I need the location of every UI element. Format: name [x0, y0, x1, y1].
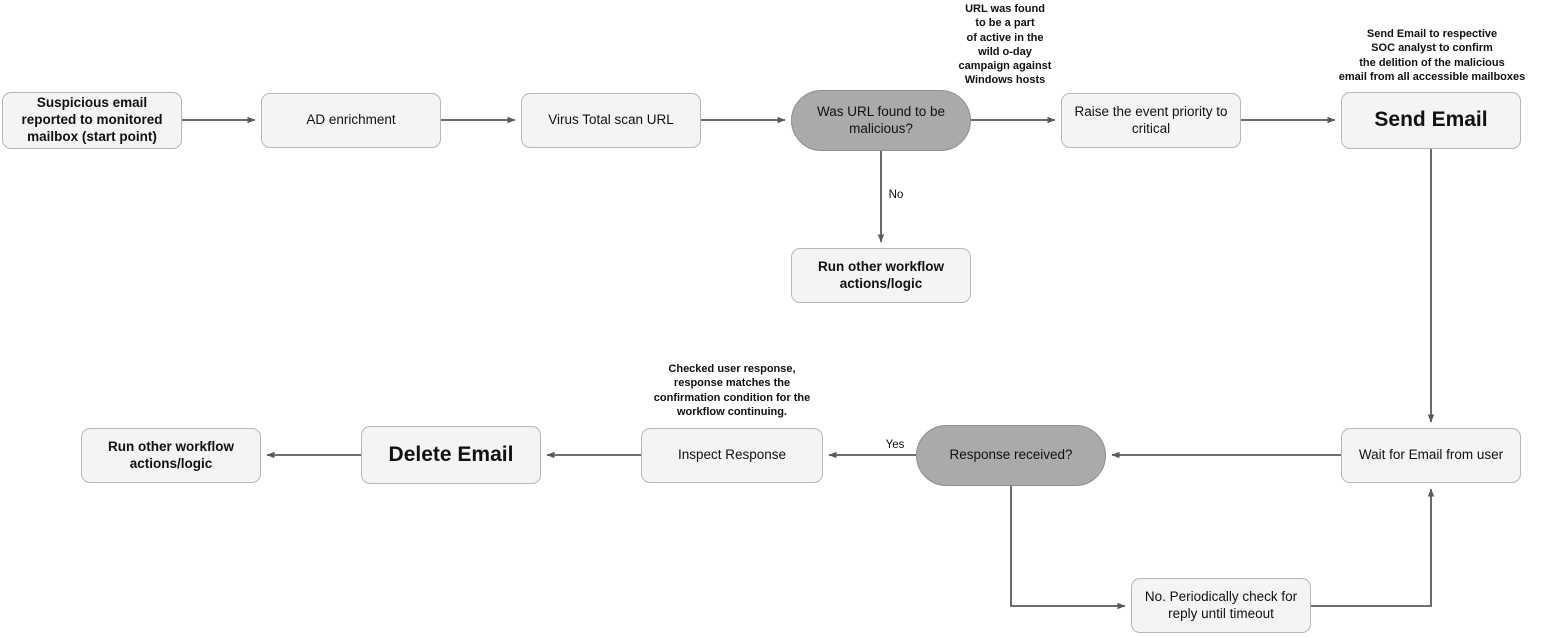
node-run-other-workflow-2[interactable]: Run other workflow actions/logic	[81, 428, 261, 483]
node-inspect-response[interactable]: Inspect Response	[641, 428, 823, 483]
node-run-other-workflow-1[interactable]: Run other workflow actions/logic	[791, 248, 971, 303]
node-periodic-check[interactable]: No. Periodically check for reply until t…	[1131, 578, 1311, 633]
node-ad-enrichment[interactable]: AD enrichment	[261, 93, 441, 148]
annotation-checked-user-response: Checked user response, response matches …	[653, 363, 811, 418]
node-delete-email[interactable]: Delete Email	[361, 426, 541, 484]
annotation-url-campaign: URL was found to be a part of active in …	[958, 3, 1052, 87]
annotation-send-email-soc: Send Email to respective SOC analyst to …	[1338, 28, 1526, 83]
edge-label-no: No	[888, 189, 904, 201]
node-start[interactable]: Suspicious email reported to monitored m…	[2, 92, 182, 149]
node-raise-priority[interactable]: Raise the event priority to critical	[1061, 93, 1241, 148]
node-send-email[interactable]: Send Email	[1341, 92, 1521, 149]
node-virustotal-scan[interactable]: Virus Total scan URL	[521, 93, 701, 148]
decision-url-malicious[interactable]: Was URL found to be malicious?	[791, 90, 971, 151]
decision-response-received[interactable]: Response received?	[916, 425, 1106, 486]
node-wait-for-email[interactable]: Wait for Email from user	[1341, 428, 1521, 483]
edge-label-yes: Yes	[885, 439, 905, 451]
